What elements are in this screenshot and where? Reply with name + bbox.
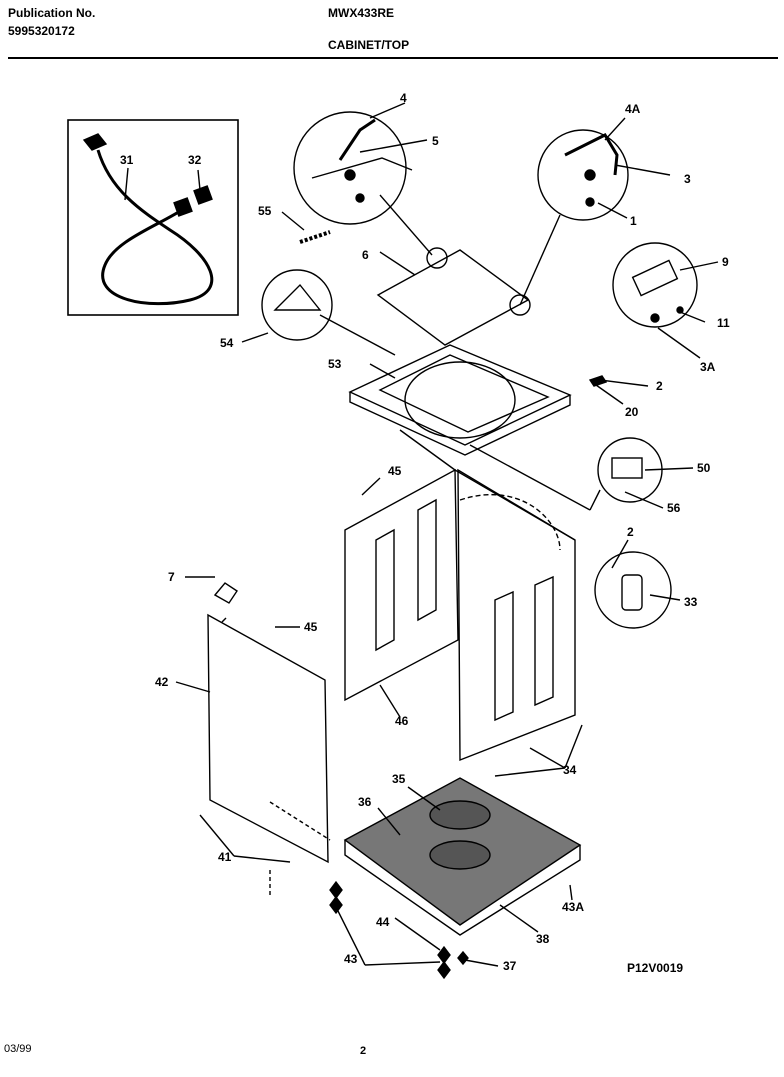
bracket-detail-circle [594, 551, 672, 629]
callout-31: 31 [120, 153, 134, 167]
callout-46: 46 [395, 714, 409, 728]
callout-1: 1 [630, 214, 637, 228]
switch-detail-circle [597, 437, 663, 503]
callout-55: 55 [258, 204, 272, 218]
callout-2-side: 2 [627, 525, 634, 539]
footer-page-number: 2 [360, 1045, 367, 1057]
callout-43a: 43A [562, 900, 584, 914]
power-cord-inset [67, 119, 239, 316]
callout-37: 37 [503, 959, 517, 973]
callout-3: 3 [684, 172, 691, 186]
callout-4a: 4A [625, 102, 641, 116]
section-title: CABINET/TOP [328, 38, 410, 52]
callout-32: 32 [188, 153, 202, 167]
model-number: MWX433RE [328, 6, 395, 20]
callout-43: 43 [344, 952, 358, 966]
hinge-detail-circle-right [537, 129, 629, 221]
callout-36: 36 [358, 795, 372, 809]
callout-56: 56 [667, 501, 681, 515]
callout-38: 38 [536, 932, 550, 946]
lid-switch-detail-circle [612, 242, 698, 328]
callout-33: 33 [684, 595, 698, 609]
callout-4: 4 [400, 91, 407, 105]
callout-7: 7 [168, 570, 175, 584]
callout-2-top: 2 [656, 379, 663, 393]
lid-panel [376, 249, 530, 346]
dispenser-detail-circle [261, 269, 333, 341]
footer-date: 03/99 [4, 1043, 32, 1055]
cabinet-side-left [344, 468, 459, 702]
callout-35: 35 [392, 772, 406, 786]
front-panel [207, 613, 329, 864]
callout-45-front: 45 [304, 620, 318, 634]
callout-42: 42 [155, 675, 169, 689]
figure-code: P12V0019 [627, 961, 683, 975]
callout-50: 50 [697, 461, 711, 475]
publication-number: 5995320172 [8, 24, 75, 38]
callout-34: 34 [563, 763, 577, 777]
callout-20: 20 [625, 405, 639, 419]
callout-45-top: 45 [388, 464, 402, 478]
callout-5: 5 [432, 134, 439, 148]
callout-44: 44 [376, 915, 390, 929]
callout-9: 9 [722, 255, 729, 269]
callout-53: 53 [328, 357, 342, 371]
callout-54: 54 [220, 336, 234, 350]
callout-3a: 3A [700, 360, 716, 374]
header-rule [8, 57, 778, 59]
callout-11: 11 [717, 316, 730, 330]
cabinet-side-right [457, 468, 576, 762]
publication-label: Publication No. [8, 6, 96, 20]
callout-6: 6 [362, 248, 369, 262]
hinge-detail-circle [293, 111, 407, 225]
callout-41: 41 [218, 850, 232, 864]
